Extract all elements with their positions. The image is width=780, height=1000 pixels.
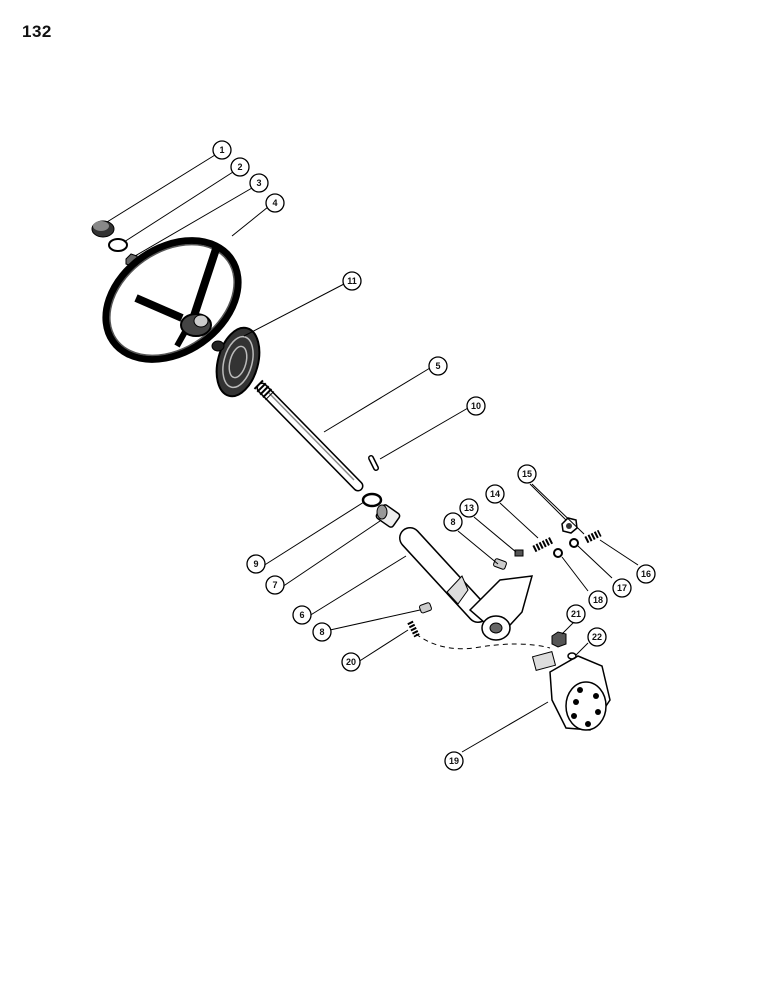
- fitting: [551, 631, 567, 648]
- callout-20: 20: [341, 652, 361, 672]
- callout-7: 7: [265, 575, 285, 595]
- callout-4: 4: [265, 193, 285, 213]
- callout-15: 15: [517, 464, 537, 484]
- flat-washer: [553, 548, 563, 558]
- svg-text:11: 11: [347, 276, 357, 286]
- set-screw: [514, 549, 524, 557]
- svg-text:8: 8: [319, 627, 324, 637]
- svg-text:13: 13: [464, 503, 474, 513]
- adjusting-screw: [532, 536, 554, 553]
- callout-17: 17: [612, 578, 632, 598]
- svg-text:5: 5: [435, 361, 440, 371]
- svg-text:17: 17: [617, 583, 627, 593]
- callout-10: 10: [466, 396, 486, 416]
- dowel-pin-upper: [493, 558, 507, 570]
- callout-11: 11: [342, 271, 362, 291]
- svg-text:20: 20: [346, 657, 356, 667]
- steering-control-valve: [531, 651, 611, 731]
- svg-text:19: 19: [449, 756, 459, 766]
- svg-text:1: 1: [219, 145, 224, 155]
- hex-bolt: [584, 529, 602, 544]
- callout-5: 5: [428, 356, 448, 376]
- callout-6: 6: [292, 605, 312, 625]
- svg-text:2: 2: [237, 162, 242, 172]
- svg-text:9: 9: [253, 559, 258, 569]
- svg-text:6: 6: [299, 610, 304, 620]
- roll-pin: [368, 455, 379, 471]
- retaining-ring: [108, 238, 128, 252]
- steering-column-housing: [399, 527, 534, 641]
- svg-text:7: 7: [272, 580, 277, 590]
- svg-text:8: 8: [450, 517, 455, 527]
- cap-screw-lower: [407, 620, 420, 638]
- callout-9: 9: [246, 554, 266, 574]
- callout-13: 13: [459, 498, 479, 518]
- callout-1: 1: [212, 140, 232, 160]
- callout-8-upper: 8: [443, 512, 463, 532]
- callout-19: 19: [444, 751, 464, 771]
- svg-text:22: 22: [592, 632, 602, 642]
- alignment-dashed-line: [415, 633, 551, 650]
- svg-text:21: 21: [571, 609, 581, 619]
- svg-text:3: 3: [256, 178, 261, 188]
- callout-16: 16: [636, 564, 656, 584]
- callout-21: 21: [566, 604, 586, 624]
- steering-shaft: [253, 379, 364, 492]
- callout-8-lower: 8: [312, 622, 332, 642]
- dowel-pin-lower: [418, 602, 432, 614]
- horn-button-cap: [91, 220, 115, 238]
- steering-column-boot: [211, 326, 261, 398]
- callout-18: 18: [588, 590, 608, 610]
- page-number: 132: [22, 22, 52, 41]
- svg-text:10: 10: [471, 401, 481, 411]
- svg-text:4: 4: [272, 198, 277, 208]
- callout-2: 2: [230, 157, 250, 177]
- steering-wheel: [102, 237, 242, 363]
- lock-washer: [569, 538, 579, 548]
- shaft-seal-ring: [361, 492, 383, 508]
- callout-22: 22: [587, 627, 607, 647]
- leader-lines: [106, 154, 639, 753]
- callout-14: 14: [485, 484, 505, 504]
- svg-text:14: 14: [490, 489, 500, 499]
- column-bushing: [375, 504, 401, 528]
- o-ring: [567, 652, 577, 660]
- svg-text:16: 16: [641, 569, 651, 579]
- svg-text:18: 18: [593, 595, 603, 605]
- svg-text:15: 15: [522, 469, 532, 479]
- callout-3: 3: [249, 173, 269, 193]
